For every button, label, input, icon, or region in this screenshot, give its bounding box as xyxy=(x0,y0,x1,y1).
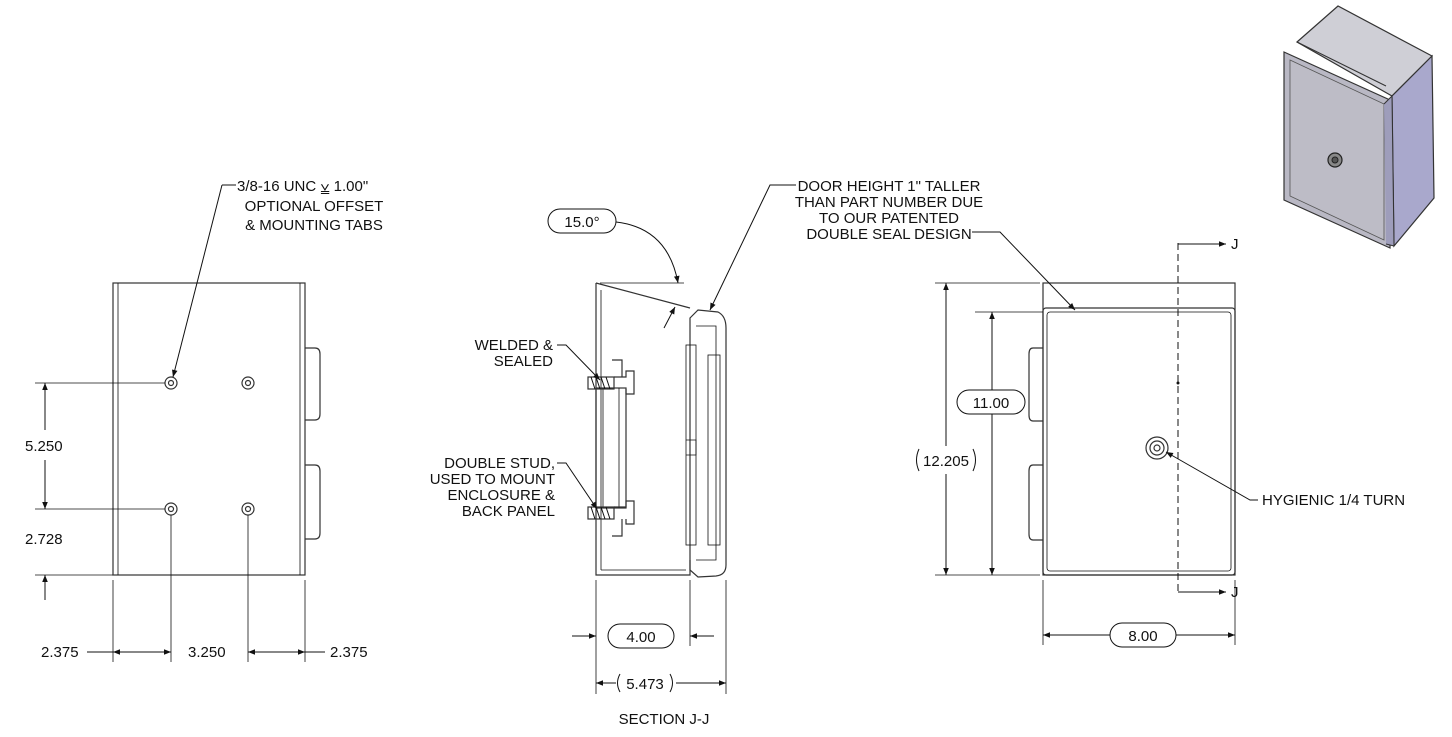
section-title: SECTION J-J xyxy=(619,711,710,728)
dim-front-height: 11.00 xyxy=(973,395,1009,412)
dim-hole-vertical: 5.250 xyxy=(25,438,63,455)
dim-slope-angle: 15.0° xyxy=(564,214,599,231)
dim-right-offset: 2.375 xyxy=(330,644,368,661)
hinge xyxy=(1028,347,1043,422)
mounting-hole xyxy=(164,376,178,390)
dim-section-overall-depth: 5.473 xyxy=(626,676,664,693)
section-marker-bottom: J xyxy=(1231,584,1239,601)
mounting-tab xyxy=(305,347,321,421)
door-note-line-4: DOUBLE SEAL DESIGN xyxy=(806,226,971,243)
welded-note-line-1: WELDED & xyxy=(475,337,553,354)
dim-front-overall-height: 12.205 xyxy=(923,453,969,470)
dim-front-width: 8.00 xyxy=(1128,628,1157,645)
section-marker-top: J xyxy=(1231,236,1239,253)
mounting-tab xyxy=(305,464,321,540)
door-note-line-3: TO OUR PATENTED xyxy=(819,210,959,227)
dim-hole-horizontal: 3.250 xyxy=(188,644,226,661)
double-stud xyxy=(587,359,635,395)
welded-note-line-2: SEALED xyxy=(494,353,553,370)
stud-note-line-1: DOUBLE STUD, xyxy=(444,455,555,472)
mounting-hole xyxy=(241,376,255,390)
hygienic-note: HYGIENIC 1/4 TURN xyxy=(1262,492,1405,509)
front-door xyxy=(1042,307,1236,576)
isometric-enclosure-image xyxy=(1283,5,1435,249)
section-body xyxy=(595,283,691,576)
quarter-turn-latch-icon xyxy=(1145,436,1169,460)
door-note-line-2: THAN PART NUMBER DUE xyxy=(795,194,983,211)
back-view xyxy=(35,184,325,662)
tap-note-line-1: 3/8-16 UNC ⩣ 1.00" xyxy=(237,178,368,195)
tap-note-line-2: OPTIONAL OFFSET xyxy=(245,198,384,215)
section-door xyxy=(689,309,727,578)
door-note-line-1: DOOR HEIGHT 1" TALLER xyxy=(798,178,981,195)
double-stud xyxy=(587,500,635,537)
front-body-outline xyxy=(1042,282,1236,576)
tap-note-line-3: & MOUNTING TABS xyxy=(245,217,383,234)
front-height-dim-box xyxy=(956,389,1026,415)
back-view-outline xyxy=(112,282,306,576)
stud-note-line-3: ENCLOSURE & xyxy=(447,487,555,504)
front-view xyxy=(935,231,1258,645)
dim-bottom-offset: 2.728 xyxy=(25,531,63,548)
back-panel xyxy=(595,387,627,509)
stud-note-line-2: USED TO MOUNT xyxy=(430,471,555,488)
hinge xyxy=(1028,464,1043,541)
dim-section-depth: 4.00 xyxy=(626,629,655,646)
stud-note-line-4: BACK PANEL xyxy=(462,503,555,520)
front-width-dim-box xyxy=(1109,622,1177,648)
depth-dim-box xyxy=(607,623,675,649)
dim-left-offset: 2.375 xyxy=(41,644,79,661)
section-view xyxy=(557,184,796,694)
mounting-hole xyxy=(164,502,178,516)
mounting-hole xyxy=(241,502,255,516)
angle-dim-box xyxy=(547,208,617,234)
